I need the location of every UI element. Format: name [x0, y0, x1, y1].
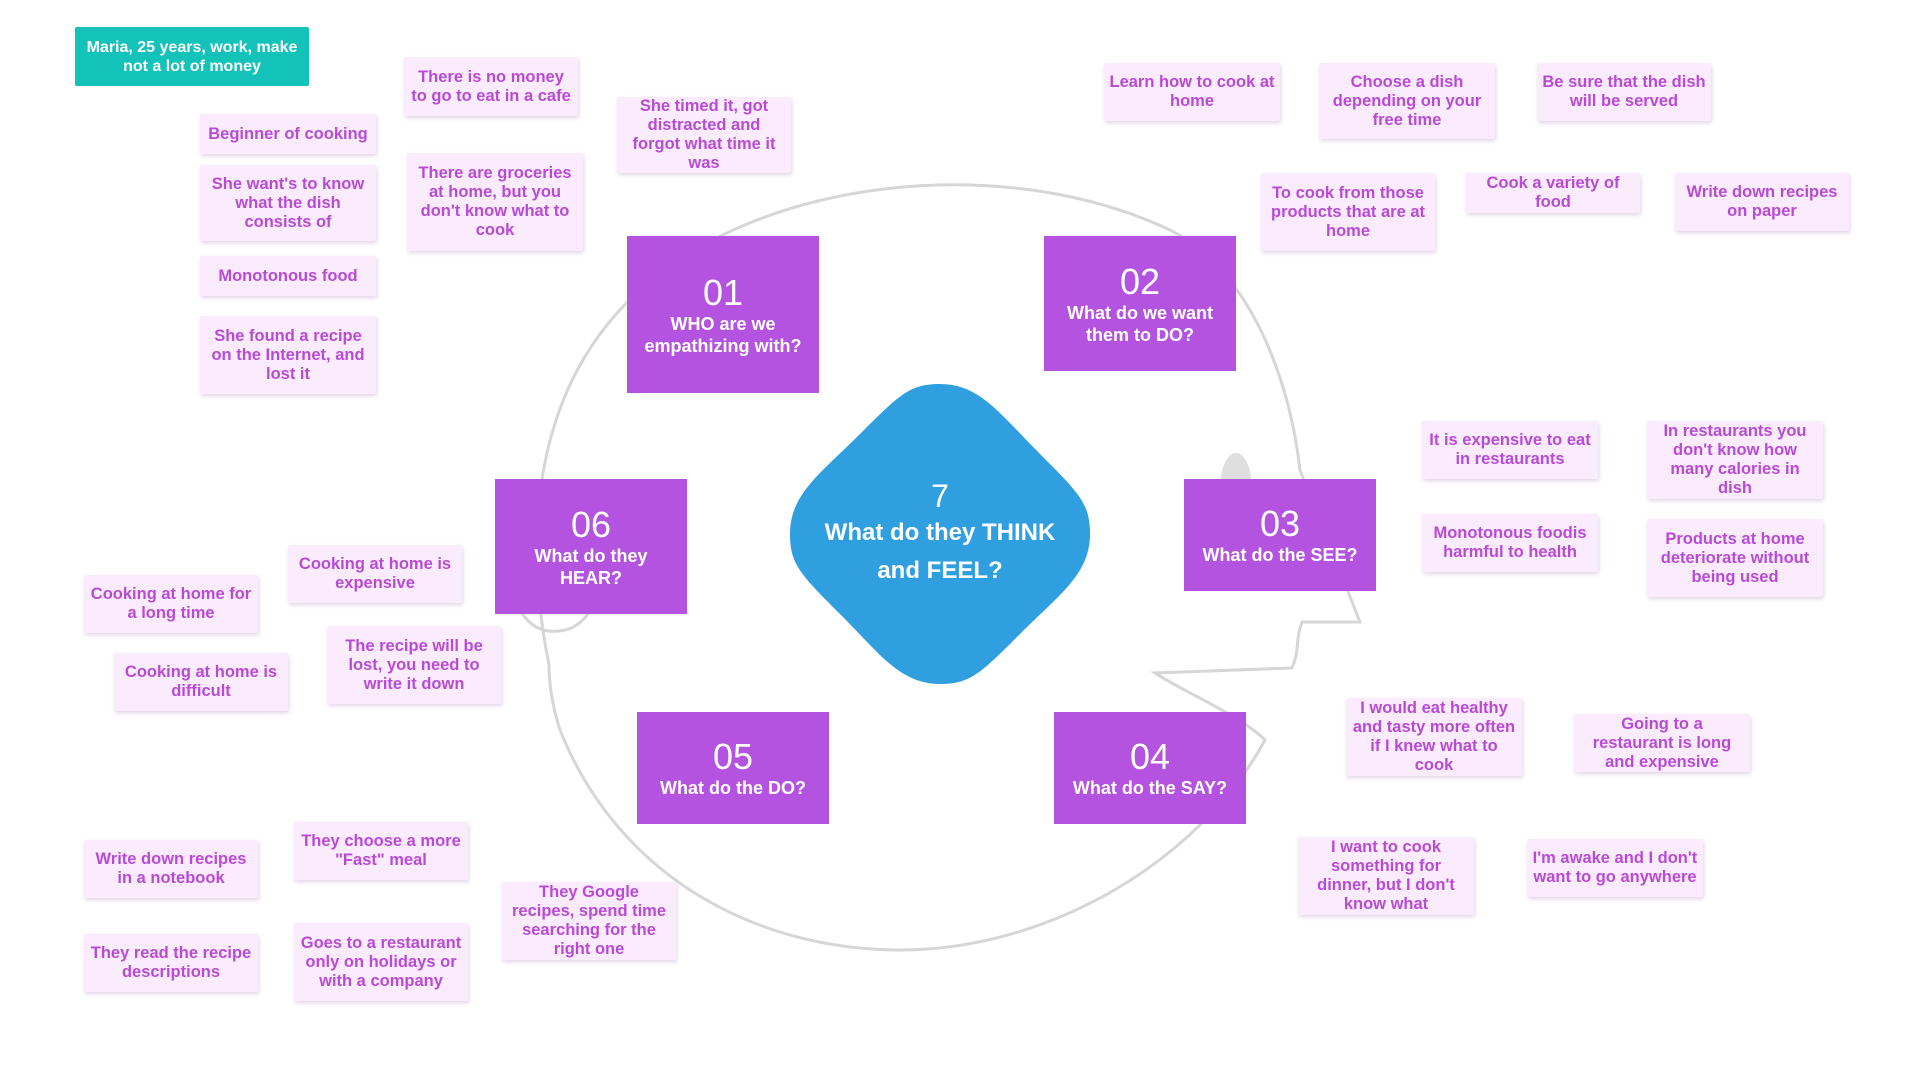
sticky-note[interactable]: I want to cook something for dinner, but… [1298, 837, 1474, 915]
sticky-note[interactable]: She want's to know what the dish consist… [200, 165, 376, 241]
sticky-note[interactable]: Choose a dish depending on your free tim… [1319, 63, 1495, 139]
sticky-note[interactable]: They Google recipes, spend time searchin… [502, 882, 676, 960]
sticky-note[interactable]: I'm awake and I don't want to go anywher… [1527, 839, 1703, 897]
sticky-note[interactable]: They choose a more "Fast" meal [294, 822, 468, 880]
section-02-do-want[interactable]: 02 What do we want them to DO? [1044, 236, 1236, 371]
center-think-feel: 7 What do they THINK and FEEL? [790, 384, 1090, 684]
sticky-note[interactable]: Cooking at home for a long time [84, 575, 258, 633]
sticky-note[interactable]: Going to a restaurant is long and expens… [1574, 714, 1750, 772]
center-number: 7 [931, 478, 949, 514]
sticky-note[interactable]: Goes to a restaurant only on holidays or… [294, 923, 468, 1001]
sticky-note[interactable]: Write down recipes on paper [1675, 173, 1849, 231]
sticky-note[interactable]: Products at home deteriorate without bei… [1647, 519, 1823, 597]
sticky-note[interactable]: Cooking at home is expensive [288, 545, 462, 603]
sticky-note[interactable]: To cook from those products that are at … [1261, 173, 1435, 251]
section-number: 05 [712, 736, 754, 777]
sticky-note[interactable]: The recipe will be lost, you need to wri… [327, 626, 501, 704]
persona-sticky[interactable]: Maria, 25 years, work, make not a lot of… [75, 27, 309, 86]
sticky-note[interactable]: In restaurants you don't know how many c… [1647, 421, 1823, 499]
sticky-note[interactable]: They read the recipe descriptions [84, 934, 258, 992]
center-label: What do they THINK and FEEL? [824, 519, 1056, 584]
section-number: 02 [1119, 260, 1161, 302]
section-number: 04 [1129, 736, 1171, 777]
sticky-note[interactable]: I would eat healthy and tasty more often… [1346, 698, 1522, 776]
sticky-note[interactable]: There is no money to go to eat in a cafe [404, 57, 578, 116]
section-label: What do the SEE? [1202, 545, 1358, 565]
sticky-note[interactable]: She found a recipe on the Internet, and … [200, 316, 376, 394]
section-label: What do the DO? [660, 778, 806, 798]
center-blob [790, 384, 1090, 684]
sticky-note[interactable]: Beginner of cooking [200, 114, 376, 154]
section-number: 06 [570, 503, 612, 545]
section-label: What do we want them to DO? [1067, 302, 1213, 345]
sticky-note[interactable]: Monotonous foodis harmful to health [1422, 514, 1598, 572]
sticky-note[interactable]: It is expensive to eat in restaurants [1422, 421, 1598, 479]
sticky-note[interactable]: Cook a variety of food [1466, 173, 1640, 213]
section-number: 01 [702, 271, 744, 313]
section-label: What do they HEAR? [534, 545, 648, 588]
section-04-say[interactable]: 04 What do the SAY? [1054, 712, 1246, 824]
sticky-note[interactable]: Be sure that the dish will be served [1537, 63, 1711, 121]
sticky-note[interactable]: She timed it, got distracted and forgot … [617, 97, 791, 173]
section-05-do[interactable]: 05 What do the DO? [637, 712, 829, 824]
sticky-note[interactable]: Learn how to cook at home [1104, 63, 1280, 121]
sticky-note[interactable]: There are groceries at home, but you don… [407, 153, 583, 251]
section-01-who[interactable]: 01 WHO are we empathizing with? [627, 236, 819, 393]
section-06-hear[interactable]: 06 What do they HEAR? [495, 479, 687, 614]
sticky-note[interactable]: Write down recipes in a notebook [84, 840, 258, 898]
section-label: What do the SAY? [1072, 778, 1228, 798]
section-03-see[interactable]: 03 What do the SEE? [1184, 479, 1376, 591]
section-number: 03 [1259, 503, 1301, 544]
sticky-note[interactable]: Cooking at home is difficult [114, 653, 288, 711]
sticky-note[interactable]: Monotonous food [200, 256, 376, 296]
section-label: WHO are we empathizing with? [644, 313, 802, 356]
